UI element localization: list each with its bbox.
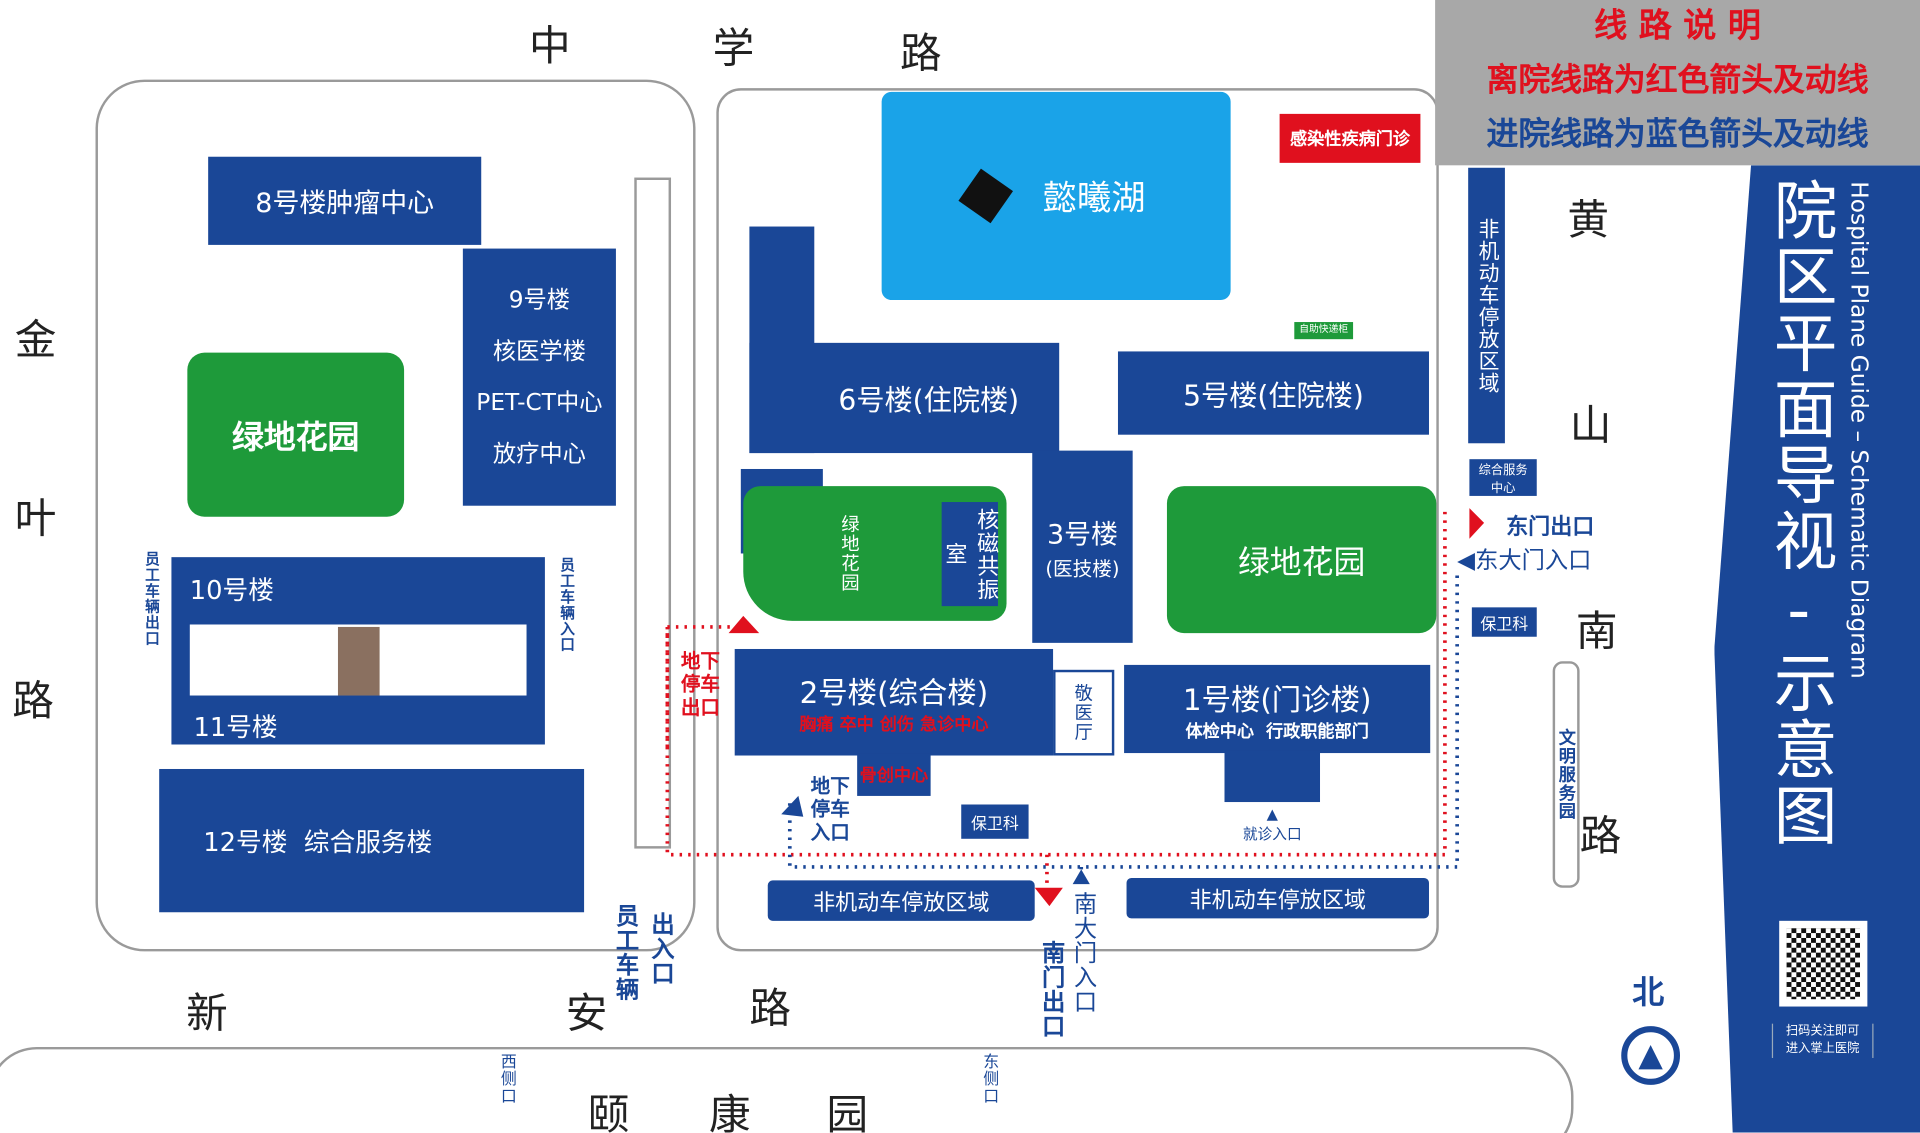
security-east[interactable]: 保卫科	[1471, 607, 1537, 637]
connector	[337, 626, 380, 696]
north-label: 北	[1632, 974, 1665, 1012]
b9-line3: PET-CT中心	[476, 389, 603, 417]
road-top-1: 中	[528, 22, 571, 72]
garden-west: 绿地花园	[187, 352, 405, 517]
staff-io-label-2: 出入口	[647, 912, 675, 986]
garden-small-label: 绿地花园	[838, 514, 861, 593]
service-center[interactable]: 综合服务中心	[1469, 459, 1537, 496]
road-bottom-3: 路	[749, 984, 792, 1034]
mri-room[interactable]: 核磁共振室	[941, 502, 999, 607]
underground-exit-label: 地下停车出口	[680, 648, 721, 719]
legend-exit: 离院线路为红色箭头及动线	[1486, 62, 1869, 100]
road-right-4: 路	[1579, 811, 1622, 861]
east-entry-text: 东大门入口	[1475, 547, 1592, 575]
entry-arrow-ug	[781, 795, 804, 817]
b9-line2: 核医学楼	[492, 337, 586, 365]
east-exit-label: 东门出口	[1506, 514, 1595, 541]
bike-parking-1[interactable]: 非机动车停放区域	[767, 880, 1035, 921]
building-9[interactable]: 9号楼 核医学楼 PET-CT中心 放疗中心	[462, 248, 616, 506]
area-bottom-2: 康	[708, 1091, 751, 1133]
building-1-porch	[1224, 750, 1321, 803]
qr-caption-1: 扫码关注即可	[1785, 1024, 1860, 1039]
bike-parking-3[interactable]: 非机动车停放区域	[1468, 167, 1505, 444]
b2-depts: 胸痛 卒中 创伤 急诊中心	[799, 715, 989, 735]
building-3[interactable]: 3号楼 (医技楼)	[1032, 450, 1133, 643]
lake: 懿曦湖	[881, 91, 1231, 301]
b9-line4: 放疗中心	[492, 440, 586, 468]
qr-pattern-icon	[1786, 928, 1861, 1000]
road-bottom-2: 安	[565, 989, 608, 1039]
b9-line1: 9号楼	[508, 286, 571, 314]
qr-code[interactable]	[1779, 920, 1868, 1007]
building-5[interactable]: 5号楼(住院楼)	[1117, 351, 1429, 435]
building-8[interactable]: 8号楼肿瘤中心	[208, 156, 482, 245]
entry-route	[787, 575, 1459, 869]
staff-entry-label: 员工车辆入口	[558, 557, 576, 653]
road-top-3: 路	[900, 29, 942, 79]
road-top-2: 学	[712, 24, 755, 74]
exit-arrow-west	[728, 615, 760, 634]
south-exit-label: 南门出口	[1038, 940, 1066, 1039]
exit-arrow-south	[1034, 887, 1063, 907]
building-11-label: 11号楼	[193, 712, 278, 743]
b1-label: 1号楼(门诊楼)	[1182, 682, 1372, 717]
staff-exit-label: 员工车辆出口	[143, 551, 161, 647]
east-entry-label: ◀东大门入口	[1457, 547, 1592, 575]
building-1[interactable]: 1号楼(门诊楼) 体检中心 行政职能部门	[1124, 664, 1431, 754]
road-right-3: 南	[1575, 607, 1618, 657]
road-left-1: 金	[14, 315, 57, 365]
qr-caption-2: 进入掌上医院	[1785, 1042, 1860, 1056]
building-12[interactable]: 12号楼 综合服务楼	[159, 768, 585, 913]
clinic-entry: ▲ 就诊入口	[1243, 806, 1302, 844]
clinic-entry-label: 就诊入口	[1242, 825, 1302, 843]
civil-service-park: 文明服务园	[1552, 661, 1580, 888]
b3-line2: (医技楼)	[1045, 556, 1120, 580]
road-right-1: 黄	[1567, 195, 1609, 245]
lake-label: 懿曦湖	[1042, 177, 1146, 218]
compass-icon: ▲	[1621, 1026, 1681, 1085]
bottom-road-outline	[0, 1046, 1574, 1133]
building-6[interactable]: 6号楼(住院楼)	[749, 342, 1060, 454]
b2-depts2: 骨创中心	[857, 753, 931, 796]
east-gate-label: 东侧口	[979, 1053, 998, 1105]
underground-entry-label: 地下停车入口	[810, 773, 850, 844]
b2-label: 2号楼(综合楼)	[799, 675, 989, 711]
infectious-clinic[interactable]: 感染性疾病门诊	[1279, 113, 1421, 163]
exit-route	[665, 625, 741, 747]
east-campus-outline	[716, 88, 1439, 952]
b3-line1: 3号楼	[1046, 519, 1118, 551]
road-left-2: 叶	[14, 494, 57, 544]
route-legend: 线 路 说 明 离院线路为红色箭头及动线 进院线路为蓝色箭头及动线	[1435, 0, 1920, 166]
building-10-label: 10号楼	[189, 575, 274, 605]
legend-entry: 进院线路为蓝色箭头及动线	[1486, 116, 1869, 154]
bike-parking-2[interactable]: 非机动车停放区域	[1126, 877, 1429, 919]
garden-east: 绿地花园	[1166, 486, 1437, 634]
area-bottom-3: 园	[826, 1091, 869, 1133]
entry-arrow-south	[1072, 869, 1090, 885]
map-title: 院区平面导视-示意图	[1762, 177, 1836, 849]
up-arrow-icon: ▲	[1266, 805, 1278, 823]
legend-title: 线 路 说 明	[1594, 7, 1761, 46]
road-left-3: 路	[12, 677, 54, 727]
parcel-locker: 自助快递柜	[1294, 322, 1354, 340]
building-2[interactable]: 2号楼(综合楼) 胸痛 卒中 创伤 急诊中心	[734, 648, 1054, 756]
south-entry-label: 南大门入口	[1070, 891, 1098, 1014]
staff-io-label: 员工车辆	[612, 903, 640, 1002]
west-gate-label: 西侧口	[497, 1053, 516, 1105]
exit-arrow-east	[1469, 508, 1485, 539]
hall[interactable]: 敬医厅	[1053, 669, 1115, 756]
west-campus-outline	[95, 79, 696, 952]
area-bottom-1: 颐	[587, 1091, 630, 1133]
security-south[interactable]: 保卫科	[961, 804, 1029, 839]
west-corridor	[634, 177, 672, 849]
exit-route-main	[665, 508, 1447, 857]
road-right-2: 山	[1569, 401, 1612, 451]
map-subtitle: Hospital Plane Guide – Schematic Diagram	[1845, 181, 1873, 679]
qr-caption: 扫码关注即可 进入掌上医院	[1771, 1023, 1874, 1058]
b1-depts: 体检中心 行政职能部门	[1185, 721, 1369, 742]
road-bottom-1: 新	[186, 989, 228, 1039]
